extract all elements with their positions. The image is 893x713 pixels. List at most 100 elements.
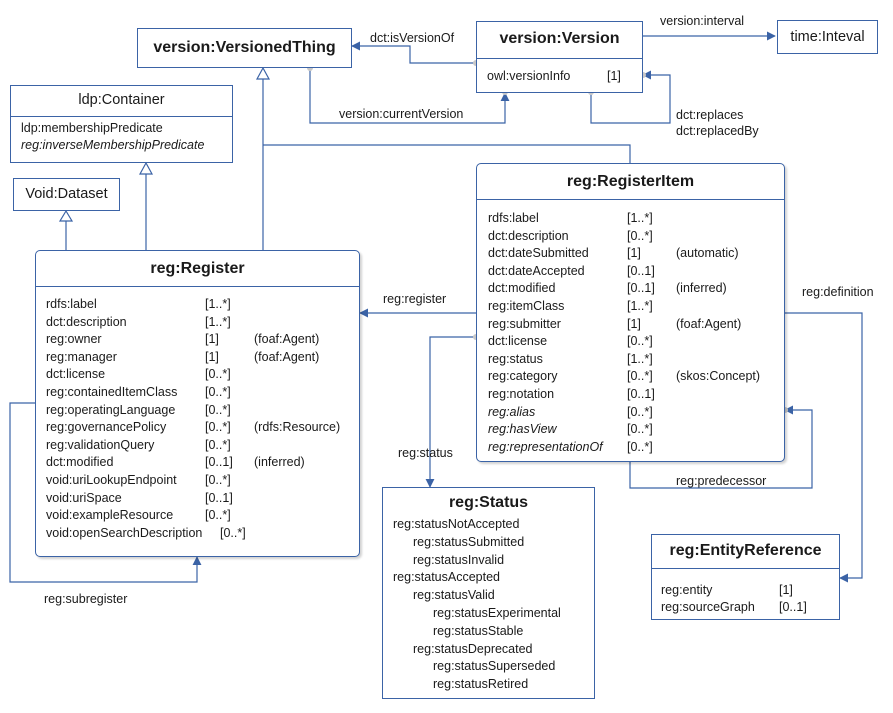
relation-label: reg:register: [383, 292, 447, 306]
attr-mult: [0..*]: [205, 402, 231, 417]
attr-name: reg:sourceGraph: [661, 600, 755, 614]
attr-name: reg:representationOf: [488, 439, 603, 454]
attr-name: reg:manager: [46, 349, 117, 364]
attr-mult: [1..*]: [627, 299, 653, 313]
relation-label: reg:definition: [802, 285, 874, 299]
status-value: reg:statusValid: [413, 588, 495, 603]
class-title: reg:Status: [448, 494, 529, 511]
attr-mult: [0..*]: [205, 420, 231, 435]
attr-note: (foaf:Agent): [676, 316, 742, 331]
class-void-dataset[interactable]: Void:Dataset: [13, 178, 120, 211]
class-register[interactable]: reg:Register rdfs:label[1..*]dct:descrip…: [35, 250, 360, 557]
attr-mult: [0..*]: [627, 439, 653, 454]
class-entity-reference[interactable]: reg:EntityReference reg:entity [1] reg:s…: [651, 534, 840, 620]
class-time-interval[interactable]: time:Inteval: [777, 20, 878, 54]
attr-mult: [0..*]: [205, 473, 231, 487]
attr-mult: [0..*]: [220, 525, 246, 540]
attr-mult: [1..*]: [627, 351, 653, 366]
status-value: reg:statusRetired: [433, 677, 529, 692]
class-title: reg:RegisterItem: [566, 173, 695, 190]
attr-name: dct:dateAccepted: [488, 263, 585, 278]
attr-mult: [1]: [627, 316, 641, 331]
attr-note: (inferred): [254, 455, 305, 470]
status-value: reg:statusNotAccepted: [393, 517, 520, 531]
attr-name: void:uriLookupEndpoint: [46, 473, 177, 487]
class-versioned-thing[interactable]: version:VersionedThing: [137, 28, 352, 68]
relation-label: dct:replacedBy: [676, 124, 759, 138]
attr-mult: [0..1]: [205, 490, 233, 505]
attr-mult: [1]: [779, 583, 793, 597]
attr-note: (skos:Concept): [676, 369, 761, 384]
attr-name: reg:itemClass: [488, 299, 565, 313]
divider: [652, 568, 839, 569]
attr-note: (foaf:Agent): [254, 332, 320, 347]
class-register-item[interactable]: reg:RegisterItem rdfs:label[1..*]dct:des…: [476, 163, 785, 462]
class-title: Void:Dataset: [25, 186, 108, 202]
class-version[interactable]: version:Version owl:versionInfo [1]: [476, 21, 643, 93]
relation-label: reg:subregister: [44, 592, 128, 606]
relation-label: reg:status: [398, 446, 453, 460]
attr-name: dct:modified: [46, 455, 114, 470]
attr-mult: [1]: [607, 69, 621, 83]
attr-mult: [1..*]: [205, 314, 231, 329]
status-value: reg:statusAccepted: [393, 570, 501, 585]
attr-name: reg:hasView: [488, 422, 557, 437]
attr-note: (automatic): [676, 246, 739, 261]
attr-name: dct:dateSubmitted: [488, 246, 589, 261]
attr-name: reg:entity: [661, 583, 713, 597]
status-value: reg:statusSuperseded: [433, 659, 556, 674]
attr-name: reg:submitter: [488, 316, 561, 331]
attr-note: (rdfs:Resource): [254, 420, 341, 435]
attr-note: (foaf:Agent): [254, 349, 320, 364]
attr-mult: [1..*]: [205, 297, 231, 311]
attr-mult: [0..*]: [205, 508, 231, 523]
class-ldp-container[interactable]: ldp:Container ldp:membershipPredicate re…: [10, 85, 233, 163]
assoc-status: [425, 336, 476, 488]
class-title: version:Version: [499, 30, 620, 47]
status-value: reg:statusSubmitted: [413, 534, 525, 549]
class-title: version:VersionedThing: [153, 39, 336, 56]
attr-name: reg:alias: [488, 404, 536, 419]
attr-mult: [0..*]: [205, 367, 231, 382]
attr-name: reg:validationQuery: [46, 437, 155, 452]
attr-name: dct:description: [46, 314, 127, 329]
hollow-triangle-icon: [138, 161, 154, 175]
attr-name: void:uriSpace: [46, 490, 122, 505]
class-title: reg:EntityReference: [669, 542, 822, 559]
hollow-triangle-icon: [255, 66, 271, 80]
attr-mult: [0..1]: [205, 455, 233, 470]
attr-name: reg:containedItemClass: [46, 385, 178, 399]
relation-label: dct:replaces: [676, 108, 744, 122]
attr-mult: [0..*]: [627, 369, 653, 384]
assoc-isversionof: [351, 41, 476, 64]
class-title: time:Inteval: [790, 29, 865, 45]
hollow-triangle-icon: [58, 209, 74, 222]
divider: [11, 116, 232, 117]
status-value: reg:statusDeprecated: [413, 641, 533, 656]
attr-mult: [0..*]: [627, 404, 653, 419]
attr-name: owl:versionInfo: [487, 69, 571, 83]
attr-name: reg:governancePolicy: [46, 420, 167, 435]
attr-mult: [0..1]: [627, 281, 655, 296]
class-status[interactable]: reg:Status reg:statusNotAccepted reg:stat…: [382, 487, 595, 699]
attr-name: reg:category: [488, 369, 558, 384]
status-value: reg:statusStable: [433, 623, 524, 638]
attr-name: reg:notation: [488, 387, 555, 401]
attr-mult: [1]: [627, 246, 641, 261]
attr-mult: [0..*]: [627, 422, 653, 437]
attr-name: ldp:membershipPredicate: [21, 121, 163, 135]
attr-mult: [0..1]: [627, 263, 655, 278]
attr-mult: [0..1]: [779, 600, 807, 614]
attr-name: void:exampleResource: [46, 508, 174, 523]
attr-name: dct:license: [488, 334, 548, 349]
attr-mult: [0..*]: [627, 228, 653, 243]
relation-label: version:interval: [660, 14, 745, 28]
attr-mult: [1]: [205, 332, 219, 347]
attr-name: dct:modified: [488, 281, 556, 296]
divider: [477, 58, 642, 59]
attr-mult: [1..*]: [627, 211, 653, 225]
attr-name: void:openSearchDescription: [46, 525, 203, 540]
relation-label: dct:isVersionOf: [370, 31, 455, 45]
relation-label: version:currentVersion: [339, 107, 464, 121]
attr-mult: [0..*]: [205, 385, 231, 399]
